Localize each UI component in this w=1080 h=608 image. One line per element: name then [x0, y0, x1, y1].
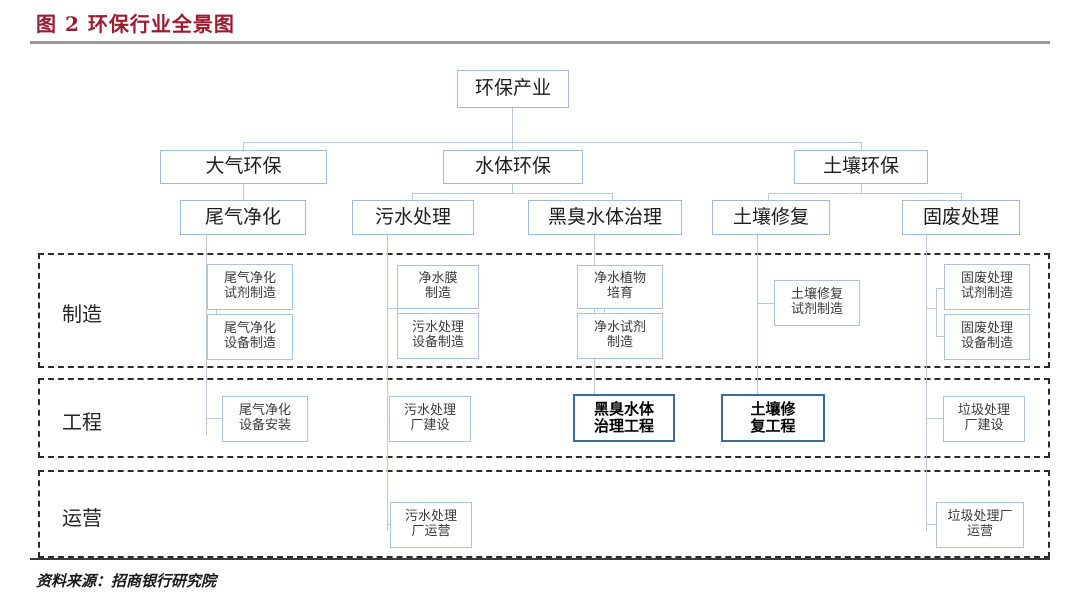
node-solid-waste-treatment[interactable]: 固废处理 [902, 200, 1020, 235]
connector-water-down [512, 182, 513, 193]
stub-sw-m1 [936, 288, 946, 289]
leaf-exhaust-reagent-manufacturing[interactable]: 尾气净化 试剂制造 [207, 264, 293, 310]
node-black-odor-water-treatment[interactable]: 黑臭水体治理 [528, 200, 682, 235]
connector-soil-bus [768, 193, 962, 194]
band-manufacturing [38, 253, 1050, 368]
spine-exhaust [206, 235, 207, 435]
leaf-exhaust-equipment-installation[interactable]: 尾气净化 设备安装 [222, 396, 308, 442]
spine-solidwaste [926, 235, 927, 531]
leaf-sewage-equipment-manufacturing[interactable]: 污水处理 设备制造 [397, 313, 479, 359]
source-note: 资料来源：招商银行研究院 [36, 572, 217, 590]
stub-exhaust-e1 [206, 418, 224, 419]
band-label-manufacturing: 制造 [62, 302, 102, 326]
band-label-operations: 运营 [62, 506, 102, 530]
node-water-environment[interactable]: 水体环保 [443, 150, 583, 184]
figure-title: 图 2 环保行业全景图 [36, 12, 235, 36]
node-exhaust-purification[interactable]: 尾气净化 [180, 200, 306, 235]
connector-to-air [243, 142, 244, 150]
connector-soil-down [861, 182, 862, 193]
leaf-water-plant-cultivation[interactable]: 净水植物 培育 [577, 265, 663, 309]
leaf-soil-remediation-engineering[interactable]: 土壤修 复工程 [721, 394, 825, 442]
connector-to-water [512, 142, 513, 150]
leaf-waste-plant-operation[interactable]: 垃圾处理厂 运营 [936, 502, 1024, 548]
leaf-solidwaste-equipment-manufacturing[interactable]: 固废处理 设备制造 [944, 314, 1030, 360]
connector-root-down [512, 108, 513, 142]
stub-sw-m [926, 308, 936, 309]
title-divider [30, 41, 1050, 44]
stub-sw-o [926, 524, 940, 525]
bracket-sw-m [936, 288, 937, 336]
node-soil-environment[interactable]: 土壤环保 [794, 150, 928, 184]
node-root[interactable]: 环保产业 [457, 70, 569, 108]
stub-soil-m [757, 303, 777, 304]
node-sewage-treatment[interactable]: 污水处理 [352, 200, 474, 235]
leaf-black-odor-water-engineering[interactable]: 黑臭水体 治理工程 [573, 394, 675, 442]
leaf-sewage-plant-operation[interactable]: 污水处理 厂运营 [390, 502, 472, 548]
band-label-engineering: 工程 [62, 410, 102, 434]
connector-water-to-blackodor [612, 193, 613, 200]
bracket-blackodor-m [604, 288, 605, 336]
leaf-soil-reagent-manufacturing[interactable]: 土壤修复 试剂制造 [774, 280, 860, 326]
connector-level2-bus [243, 142, 861, 143]
connector-water-to-sewage [412, 193, 413, 200]
spine-soil-remediation [757, 235, 758, 420]
footer-divider [30, 558, 1050, 560]
leaf-exhaust-equipment-manufacturing[interactable]: 尾气净化 设备制造 [207, 314, 293, 360]
connector-air-to-exhaust [243, 182, 244, 200]
node-air-environment[interactable]: 大气环保 [160, 150, 327, 184]
leaf-solidwaste-reagent-manufacturing[interactable]: 固废处理 试剂制造 [944, 264, 1030, 310]
connector-soil-to-remediation [768, 193, 769, 200]
spine-sewage [387, 235, 388, 531]
band-operations [38, 470, 1050, 558]
node-soil-remediation[interactable]: 土壤修复 [712, 200, 830, 235]
leaf-waste-plant-construction[interactable]: 垃圾处理 厂建设 [943, 396, 1025, 442]
band-engineering [38, 378, 1050, 458]
connector-to-soil [861, 142, 862, 150]
bracket-sewage-m [397, 288, 398, 336]
leaf-water-membrane-manufacturing[interactable]: 净水膜 制造 [397, 265, 479, 309]
connector-water-bus [412, 193, 612, 194]
stub-sw-m2 [936, 336, 946, 337]
leaf-sewage-plant-construction[interactable]: 污水处理 厂建设 [389, 396, 471, 442]
stub-sw-e [926, 418, 944, 419]
stub-sewage-m [387, 308, 397, 309]
connector-soil-to-solidwaste [961, 193, 962, 200]
leaf-water-reagent-manufacturing[interactable]: 净水试剂 制造 [577, 313, 663, 359]
bracket-exhaust-m [216, 288, 217, 338]
